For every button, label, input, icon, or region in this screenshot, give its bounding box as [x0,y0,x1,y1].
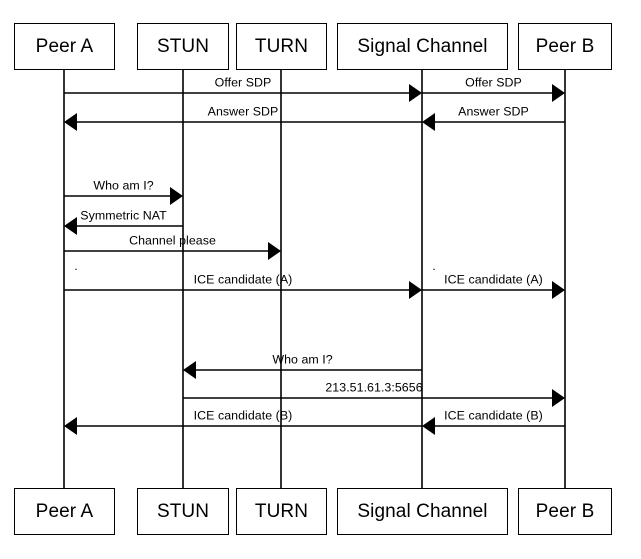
arrow-head-ice-cand-a-a-sc [409,281,422,299]
message-label-who-am-i-sc-stun: Who am I? [272,352,333,367]
arrow-head-offer-sdp-a-sc [409,84,422,102]
arrow-head-who-am-i-a-stun [170,187,183,205]
arrow-head-ice-cand-b-sc-a [64,417,77,435]
message-label-offer-sdp-a-sc: Offer SDP [214,75,272,90]
arrow-head-symmetric-nat [64,217,77,235]
arrow-head-address-stun-b [552,389,565,407]
participant-label: TURN [254,36,309,57]
participant-box-signal-channel-bottom: Signal Channel [337,488,508,535]
message-label-offer-sdp-sc-b: Offer SDP [465,75,522,90]
participant-box-turn-bottom: TURN [236,488,327,535]
participant-box-turn-top: TURN [236,23,327,70]
participant-box-peer-b-bottom: Peer B [518,488,612,535]
message-label-symmetric-nat: Symmetric NAT [80,208,167,223]
arrow-head-answer-sdp-sc-a [64,113,77,131]
message-label-ice-cand-b-sc-a: ICE candidate (B) [193,408,293,423]
arrow-head-ice-cand-a-sc-b [552,281,565,299]
participant-box-stun-top: STUN [137,23,229,70]
message-label-answer-sdp-b-sc: Answer SDP [458,104,529,119]
arrows-group [64,84,565,435]
arrow-head-answer-sdp-b-sc [422,113,435,131]
message-label-ice-cand-a-a-sc: ICE candidate (A) [193,272,293,287]
participant-label: Peer B [535,501,595,522]
participant-label: STUN [156,501,210,522]
participant-label: Peer A [35,501,94,522]
participant-label: Peer A [35,36,94,57]
arrow-head-ice-cand-b-b-sc [422,417,435,435]
arrow-head-channel-please [268,242,281,260]
message-label-who-am-i-a-stun: Who am I? [93,178,154,193]
participant-box-peer-a-bottom: Peer A [14,488,115,535]
participant-label: Peer B [535,36,595,57]
message-label-ice-cand-a-sc-b: ICE candidate (A) [444,272,543,287]
arrow-head-offer-sdp-sc-b [552,84,565,102]
participant-box-peer-b-top: Peer B [518,23,612,70]
participant-label: Signal Channel [357,501,488,522]
dot-mark-peer-a: . [74,259,78,273]
participant-label: Signal Channel [357,36,488,57]
message-label-address-stun-b: 213.51.61.3:5656 [325,380,423,395]
message-label-answer-sdp-sc-a: Answer SDP [207,104,279,119]
participant-label: TURN [254,501,309,522]
participant-box-stun-bottom: STUN [137,488,229,535]
participant-label: STUN [156,36,210,57]
participant-box-peer-a-top: Peer A [14,23,115,70]
message-label-channel-please: Channel please [129,233,216,248]
lifelines-group [63,70,566,488]
dot-mark-signal-channel: . [432,259,436,273]
participant-box-signal-channel-top: Signal Channel [337,23,508,70]
message-label-ice-cand-b-b-sc: ICE candidate (B) [444,408,543,423]
arrow-head-who-am-i-sc-stun [183,361,196,379]
